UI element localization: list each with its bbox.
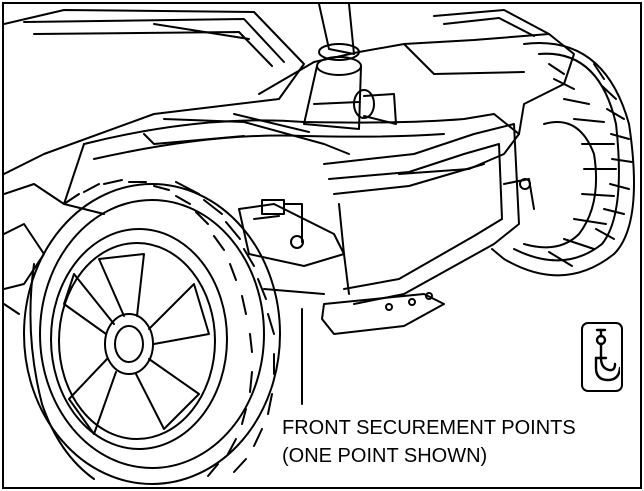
- caption-line-2: (ONE POINT SHOWN): [282, 445, 488, 467]
- front-bumper: [321, 123, 520, 335]
- securement-caption: FRONT SECUREMENT POINTS (ONE POINT SHOWN…: [282, 414, 576, 470]
- steering-column: [303, 4, 397, 130]
- rear-body-panel: [4, 9, 305, 175]
- left-wheel: [23, 179, 281, 485]
- tie-down-hook-icon: [581, 322, 623, 392]
- caption-line-1: FRONT SECUREMENT POINTS: [282, 417, 576, 439]
- front-shroud: [63, 9, 575, 215]
- left-side-body: [4, 183, 65, 315]
- right-wheel: [491, 42, 635, 277]
- chassis-underside: [238, 178, 535, 295]
- scooter-front-illustration: [4, 4, 635, 485]
